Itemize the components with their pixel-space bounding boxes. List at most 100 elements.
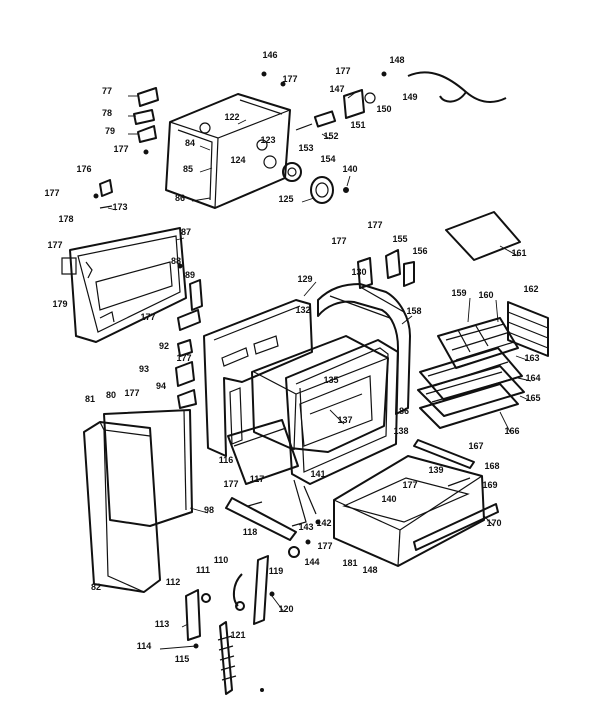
part-label-92: 92 xyxy=(159,341,169,351)
part-label-177: 177 xyxy=(317,541,332,551)
part-label-113: 113 xyxy=(155,619,170,629)
part-label-130: 130 xyxy=(351,267,366,277)
part-label-177: 177 xyxy=(44,188,59,198)
part-label-177: 177 xyxy=(124,388,139,398)
part-label-177: 177 xyxy=(223,479,238,489)
part-label-129: 129 xyxy=(297,274,312,284)
part-label-93: 93 xyxy=(139,364,149,374)
top-cover xyxy=(445,211,521,261)
part-label-114: 114 xyxy=(137,641,152,651)
part-label-112: 112 xyxy=(166,577,181,587)
part-label-149: 149 xyxy=(402,92,417,102)
part-label-110: 110 xyxy=(214,555,229,565)
part-label-88: 88 xyxy=(171,256,181,266)
part-label-147: 147 xyxy=(329,84,344,94)
part-label-177: 177 xyxy=(282,74,297,84)
oven-cavity-box xyxy=(251,335,389,453)
part-label-178: 178 xyxy=(58,214,73,224)
bracket-parts-88-94 xyxy=(175,263,203,409)
part-label-118: 118 xyxy=(243,527,258,537)
back-panel xyxy=(61,227,187,343)
clip-parts-176-173 xyxy=(93,179,113,209)
part-label-77: 77 xyxy=(102,86,112,96)
part-label-78: 78 xyxy=(102,108,112,118)
part-label-165: 165 xyxy=(525,393,540,403)
part-label-148: 148 xyxy=(362,565,377,575)
part-label-151: 151 xyxy=(350,120,365,130)
ring-parts-153-125 xyxy=(282,162,349,204)
oven-racks xyxy=(417,347,525,429)
part-label-159: 159 xyxy=(451,288,466,298)
part-label-177: 177 xyxy=(335,66,350,76)
part-label-123: 123 xyxy=(260,135,275,145)
latch-parts-130-156 xyxy=(357,249,415,289)
bracket-parts-77-79 xyxy=(133,87,159,155)
part-label-164: 164 xyxy=(525,373,540,383)
part-label-163: 163 xyxy=(524,353,539,363)
part-label-82: 82 xyxy=(91,582,101,592)
part-label-116: 116 xyxy=(219,455,234,465)
part-label-176: 176 xyxy=(76,164,91,174)
part-label-161: 161 xyxy=(511,248,526,258)
part-label-119: 119 xyxy=(269,566,284,576)
part-label-155: 155 xyxy=(392,234,407,244)
inner-side-panel xyxy=(103,409,193,527)
side-panel xyxy=(83,421,161,593)
part-label-167: 167 xyxy=(468,441,483,451)
part-label-85: 85 xyxy=(183,164,193,174)
switch-block-147-152 xyxy=(261,71,387,131)
hinge-spring-parts xyxy=(185,555,275,695)
part-label-177: 177 xyxy=(176,353,191,363)
part-label-98: 98 xyxy=(204,505,214,515)
part-label-154: 154 xyxy=(320,154,335,164)
part-number-labels: 1461777778791778412212312485861531541251… xyxy=(44,50,540,664)
part-label-86: 86 xyxy=(399,406,409,416)
part-label-181: 181 xyxy=(342,558,357,568)
part-label-111: 111 xyxy=(196,565,210,575)
screw-parts-142-144 xyxy=(288,519,321,558)
part-label-160: 160 xyxy=(478,290,493,300)
part-label-177: 177 xyxy=(47,240,62,250)
part-label-138: 138 xyxy=(393,426,408,436)
part-label-137: 137 xyxy=(337,415,352,425)
leader-lines xyxy=(107,91,532,650)
part-label-148: 148 xyxy=(389,55,404,65)
part-label-115: 115 xyxy=(175,654,190,664)
part-label-120: 120 xyxy=(278,604,293,614)
part-label-143: 143 xyxy=(298,522,313,532)
part-label-169: 169 xyxy=(482,480,497,490)
part-label-158: 158 xyxy=(406,306,421,316)
oven-frame xyxy=(203,299,313,457)
part-label-170: 170 xyxy=(486,518,501,528)
part-label-84: 84 xyxy=(185,138,195,148)
power-cord xyxy=(407,71,507,103)
part-label-142: 142 xyxy=(316,518,331,528)
part-label-139: 139 xyxy=(428,465,443,475)
lower-tray-bracket xyxy=(225,419,299,541)
drawer-rails xyxy=(413,439,499,551)
part-label-135: 135 xyxy=(323,375,338,385)
part-label-141: 141 xyxy=(310,469,325,479)
part-label-122: 122 xyxy=(224,112,239,122)
part-label-124: 124 xyxy=(230,155,245,165)
part-label-89: 89 xyxy=(185,270,195,280)
part-label-87: 87 xyxy=(181,227,191,237)
part-label-168: 168 xyxy=(484,461,499,471)
part-label-117: 117 xyxy=(250,474,265,484)
part-label-173: 173 xyxy=(112,202,127,212)
part-label-179: 179 xyxy=(52,299,67,309)
part-label-156: 156 xyxy=(412,246,427,256)
part-label-140: 140 xyxy=(381,494,396,504)
oven-door-frame xyxy=(285,339,399,527)
part-label-150: 150 xyxy=(376,104,391,114)
part-label-166: 166 xyxy=(504,426,519,436)
part-label-121: 121 xyxy=(230,630,245,640)
part-label-144: 144 xyxy=(304,557,319,567)
part-label-140: 140 xyxy=(342,164,357,174)
part-label-86: 86 xyxy=(175,193,185,203)
part-label-81: 81 xyxy=(85,394,95,404)
part-label-177: 177 xyxy=(367,220,382,230)
part-label-125: 125 xyxy=(278,194,293,204)
part-label-132: 132 xyxy=(295,305,310,315)
part-label-79: 79 xyxy=(105,126,115,136)
